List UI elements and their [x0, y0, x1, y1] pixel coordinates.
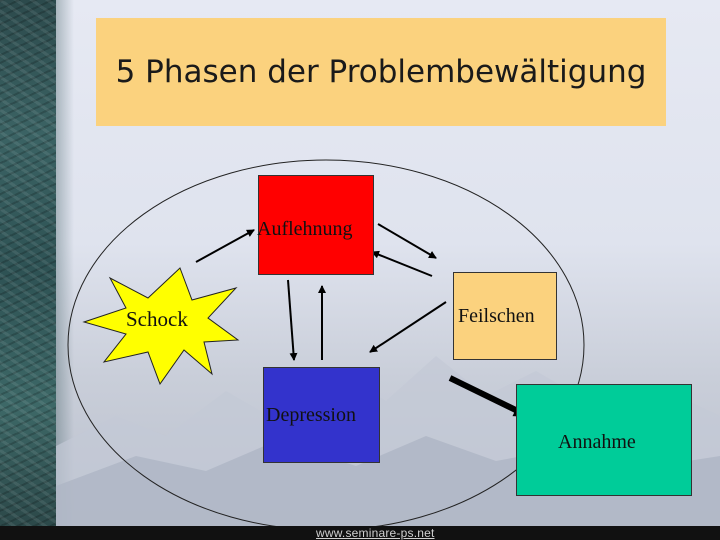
phase-box-depression: Depression [263, 367, 380, 463]
phase-box-bargaining: Feilschen [453, 272, 557, 360]
arrow-rebellion-to-depression [288, 280, 294, 360]
arrow-shock-to-rebellion [196, 230, 254, 262]
phase-label-depression: Depression [266, 404, 356, 427]
phase-box-rebellion: Auflehnung [258, 175, 374, 275]
phase-label-acceptance: Annahme [558, 431, 636, 454]
phase-box-acceptance: Annahme [516, 384, 692, 496]
phase-label-rebellion: Auflehnung [257, 218, 353, 241]
footer-link[interactable]: www.seminare-ps.net [316, 526, 435, 540]
arrow-bargaining-to-rebellion [372, 252, 432, 276]
arrow-rebellion-to-bargaining [378, 224, 436, 258]
phase-label-bargaining: Feilschen [458, 305, 535, 328]
phase-label-shock: Schock [126, 307, 188, 332]
arrow-bargaining-to-depression [370, 302, 446, 352]
